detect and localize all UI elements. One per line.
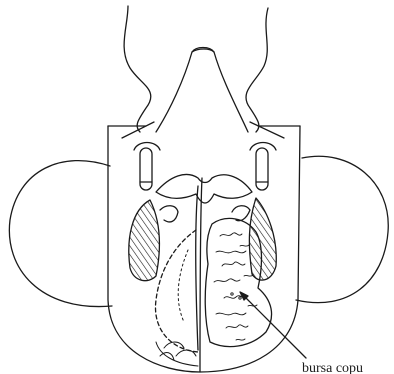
left-chamber-inner [178,250,188,322]
shoulder-line-right [250,122,284,138]
central-cone [156,48,248,133]
callout-label: bursa copu [302,361,363,374]
left-chamber-outline [155,230,198,352]
left-hatched-sclerite [129,200,160,281]
shoulder-line-left [122,122,154,138]
yoke-left-flap [160,206,178,222]
right-hatched-sclerite [249,198,276,280]
central-yoke [156,174,252,203]
left-pillar-cap [134,143,160,151]
upper-right-appendage [246,8,268,132]
left-pillar [140,148,152,190]
midline [200,178,202,372]
right-pillar-cap [250,143,276,151]
upper-left-appendage [124,6,151,132]
right-pillar [256,148,268,190]
midline-left-edge [196,186,198,350]
right-lateral-lobe [296,156,388,302]
left-lateral-lobe [9,161,112,307]
